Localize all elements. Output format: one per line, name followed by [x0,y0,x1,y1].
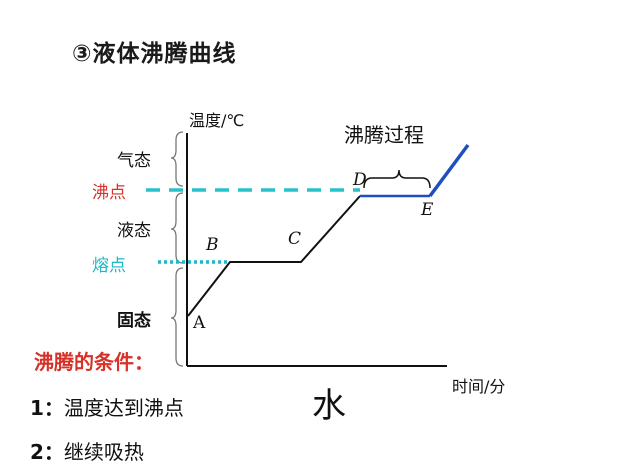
gas-phase-label: 气态 [117,151,151,171]
boiling-process-brace [363,169,431,189]
boiling-process-label: 沸腾过程 [344,123,424,147]
substance-label: 水 [312,386,346,426]
gas-heating-segment [428,143,470,198]
condition-text: 温度达到沸点 [63,396,184,420]
condition-item-2: 2：继续吸热 [30,436,144,465]
condition-number: 2： [30,440,64,464]
point-a-label: A [192,313,206,333]
heating-curve [187,195,361,317]
solid-phase-label: 固态 [117,310,151,331]
point-c-label: C [288,229,301,249]
boiling-point-label: 沸点 [92,183,126,203]
condition-number: 1： [30,396,64,420]
solid-brace [170,267,184,367]
x-axis-label: 时间/分 [452,377,505,396]
slide-title: ③液体沸腾曲线 [72,41,237,67]
condition-item-1: 1：温度达到沸点 [30,392,184,421]
gas-brace [170,131,184,187]
y-axis-label: 温度/℃ [189,111,244,130]
point-d-label: D [352,170,367,190]
condition-text: 继续吸热 [63,440,144,464]
liquid-brace [170,192,184,264]
liquid-phase-label: 液态 [117,221,151,241]
boiling-conditions-title: 沸腾的条件： [34,350,154,374]
point-b-label: B [205,235,219,255]
point-e-label: E [420,200,434,220]
melting-point-label: 熔点 [92,256,126,276]
